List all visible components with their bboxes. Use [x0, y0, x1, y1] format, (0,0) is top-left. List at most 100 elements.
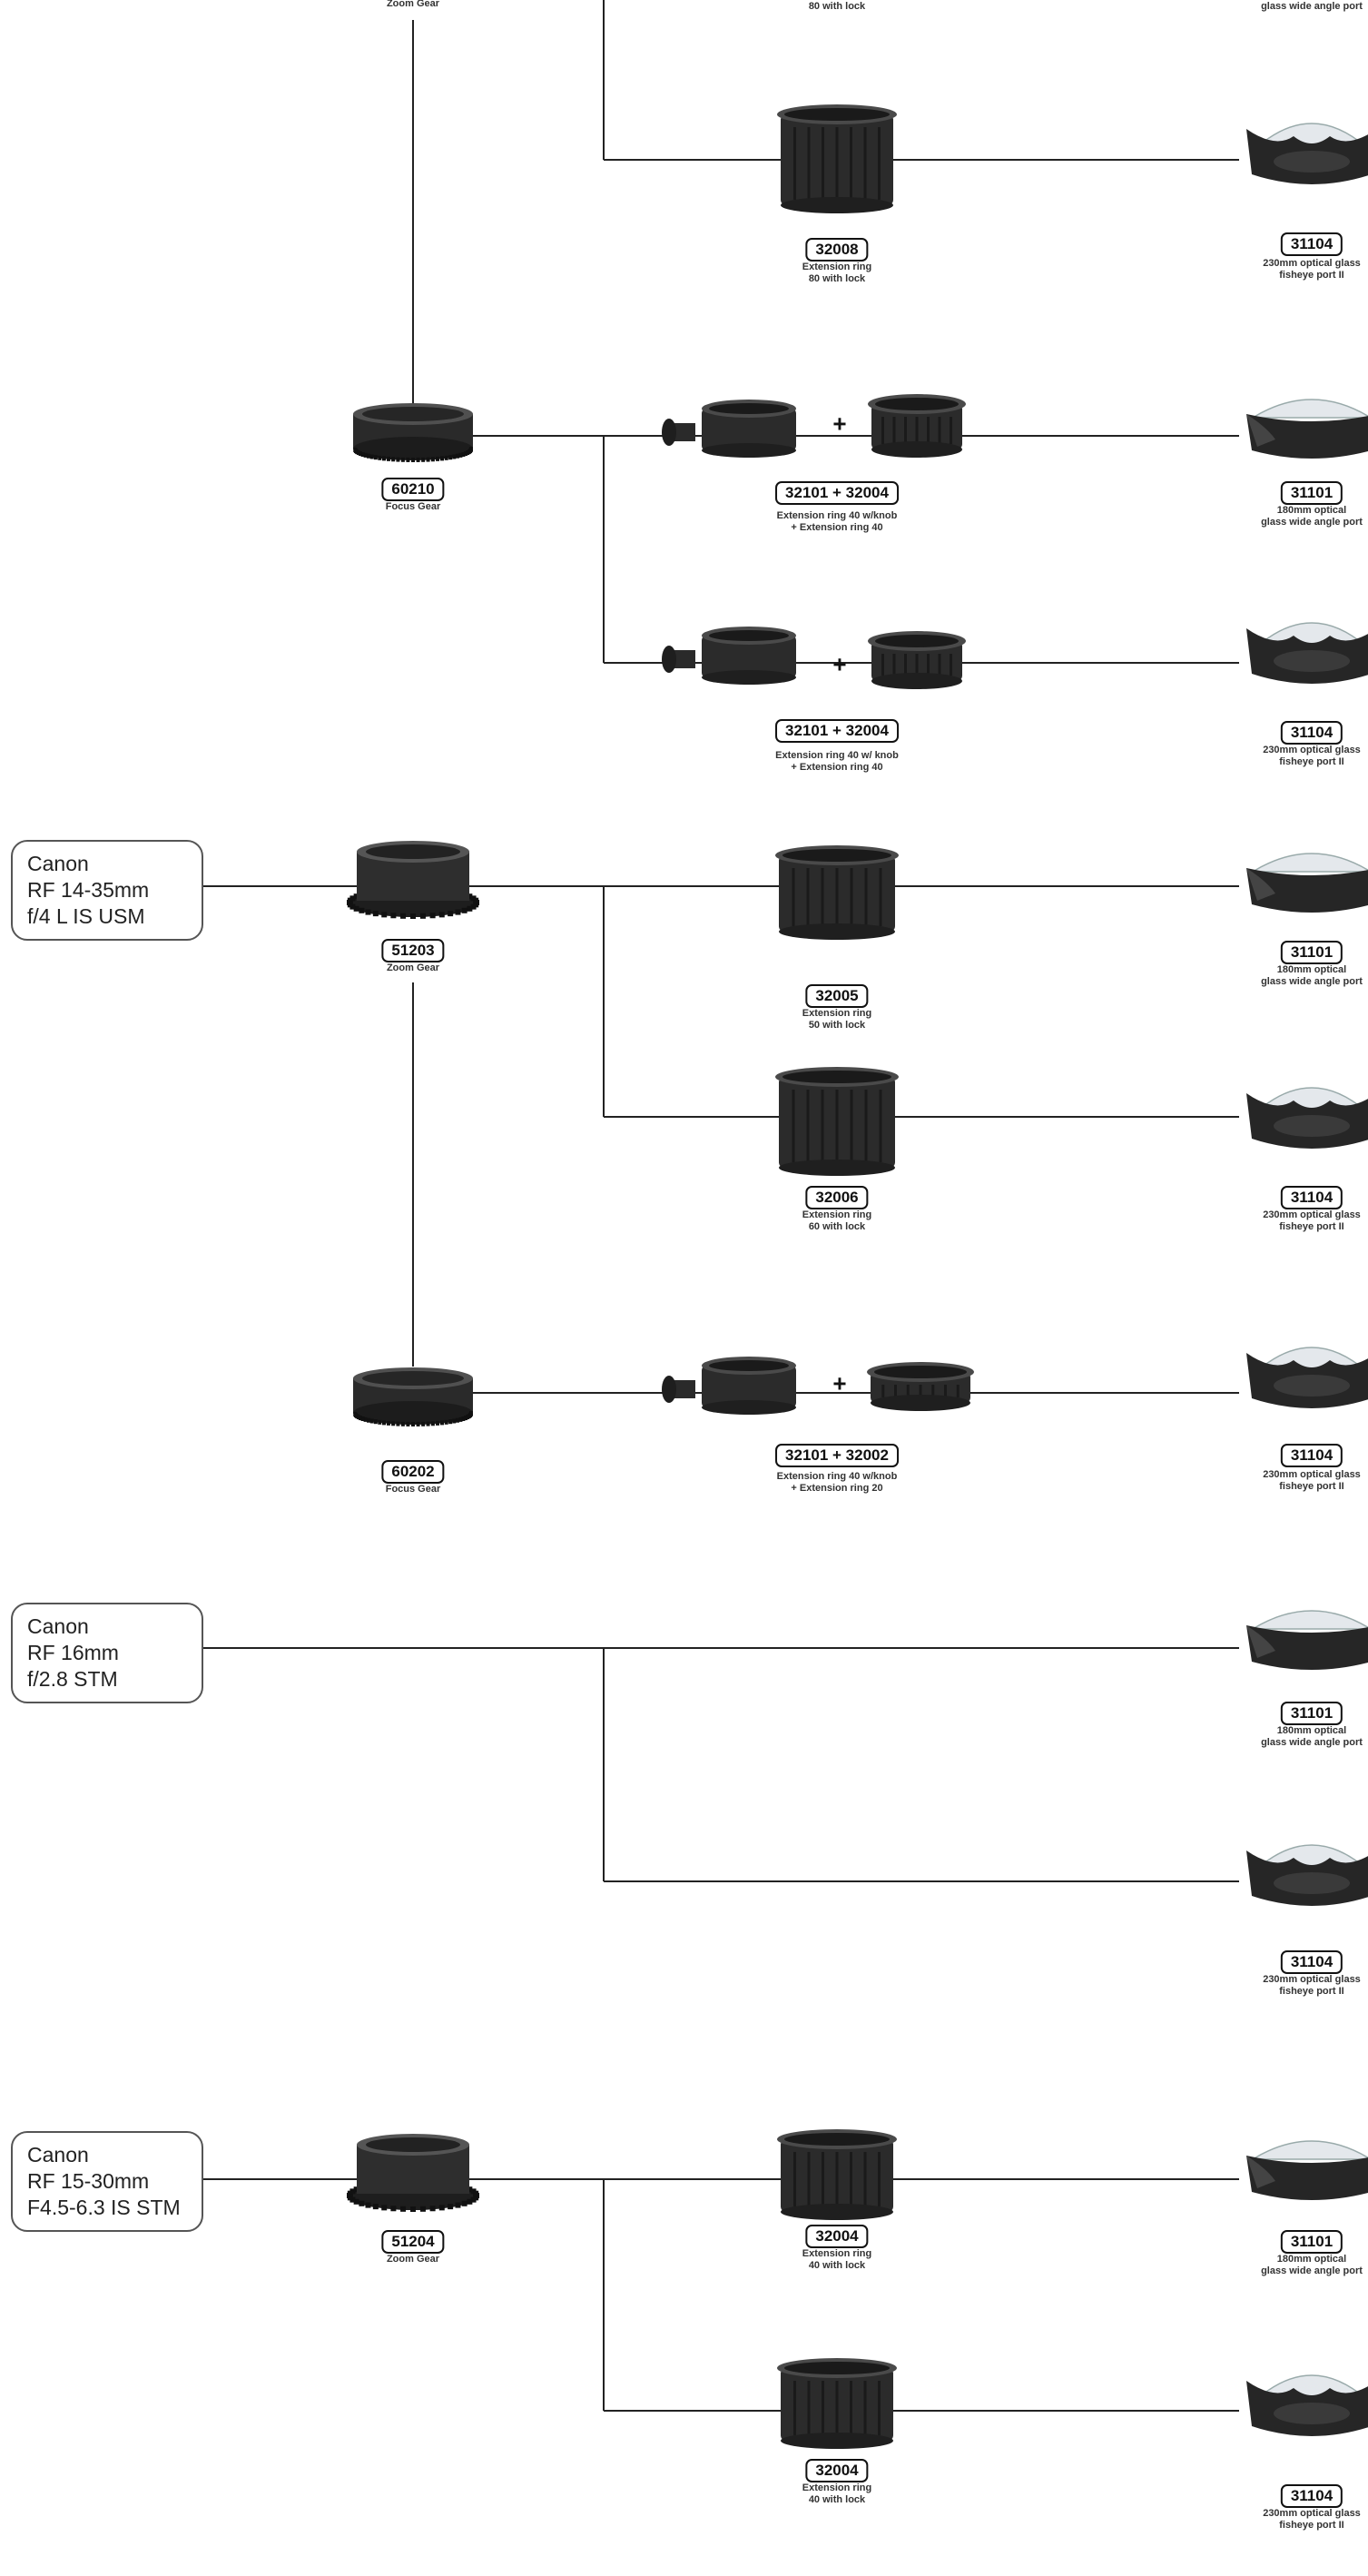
desc-line: 230mm optical glass [1263, 745, 1361, 755]
part-code-31104: 31104 [1280, 1950, 1343, 1974]
fisheye-port-illustration [1246, 1844, 1368, 1906]
lens-name-line: Canon [27, 852, 89, 875]
knob-extension-ring-illustration [662, 400, 796, 458]
part-code-51204: 51204 [381, 2230, 445, 2254]
extension-ring-illustration [868, 394, 966, 458]
part-code-31104: 31104 [1280, 2484, 1343, 2508]
lens-name-line: f/2.8 STM [27, 1667, 118, 1691]
desc-line: 180mm optical [1276, 505, 1347, 516]
part-code-32004: 32004 [805, 2459, 869, 2482]
part-code-31104: 31104 [1280, 1186, 1343, 1209]
desc-line: glass wide angle port [1261, 976, 1363, 987]
fisheye-port-illustration [1246, 2374, 1368, 2436]
part-code-51203: 51203 [381, 939, 445, 962]
connector-lines [202, 0, 1239, 2412]
focus-gear-illustration [353, 1367, 473, 1426]
desc-line: 50 with lock [808, 1020, 866, 1031]
part-desc: Zoom Gear [387, 2254, 439, 2265]
focus-gear-illustration [353, 403, 473, 462]
part-desc: Focus Gear [386, 1484, 441, 1495]
desc-line: glass wide angle port [1261, 1737, 1363, 1748]
part-code-31104: 31104 [1280, 232, 1343, 256]
fisheye-port-illustration [1246, 622, 1368, 684]
desc-line: 230mm optical glass [1263, 1469, 1361, 1480]
desc-line: 230mm optical glass [1263, 1974, 1361, 1985]
desc-line: glass wide angle port [1261, 517, 1363, 528]
lens-name-line: Canon [27, 1614, 89, 1638]
part-code-31101: 31101 [1280, 1702, 1343, 1725]
fisheye-port-illustration [1246, 123, 1368, 184]
extension-ring-illustration [777, 2129, 897, 2220]
desc-line: Extension ring 40 w/ knob [775, 750, 899, 761]
desc-line: 180mm optical [1276, 2254, 1347, 2265]
part-code-31101: 31101 [1280, 941, 1343, 964]
lens-name-line: f/4 L IS USM [27, 904, 145, 928]
zoom-gear-desc-partial: Zoom Gear [387, 0, 439, 10]
part-desc: Focus Gear [386, 501, 441, 513]
zoom-gear-illustration [347, 2134, 479, 2212]
desc-line: + Extension ring 40 [791, 762, 883, 773]
lens-name-line: RF 14-35mm [27, 878, 150, 902]
knob-extension-ring-illustration [662, 1357, 796, 1415]
extension-ring-illustration [867, 1362, 974, 1411]
extension-ring-illustration [775, 1067, 899, 1176]
plus-sign: + [832, 650, 847, 678]
desc-line: 80 with lock [808, 1, 866, 12]
desc-line: fisheye port II [1279, 1986, 1344, 1997]
desc-line: fisheye port II [1279, 756, 1344, 767]
desc-line: Zoom Gear [386, 0, 440, 9]
part-code-60210: 60210 [381, 478, 445, 501]
desc-line: glass wide angle port [1261, 2265, 1363, 2276]
part-code-31104: 31104 [1280, 721, 1343, 745]
desc-line: glass wide angle port [1261, 1, 1363, 12]
desc-line: 230mm optical glass [1263, 258, 1361, 269]
part-code-32006: 32006 [805, 1186, 869, 1209]
dome-port-illustration [1246, 2140, 1368, 2200]
desc-line: Extension ring [802, 262, 872, 272]
lens-name-line: Canon [27, 2143, 89, 2166]
desc-line: Extension ring [802, 1008, 872, 1019]
part-code-31101: 31101 [1280, 481, 1343, 505]
part-code-combo: 32101 + 32004 [775, 481, 899, 505]
zoom-gear-illustration [347, 841, 479, 919]
dome-port-illustration [1246, 853, 1368, 913]
knob-extension-ring-illustration [662, 627, 796, 685]
fisheye-port-illustration [1246, 1087, 1368, 1149]
desc-line: Focus Gear [385, 1484, 441, 1495]
plus-sign: + [832, 1369, 847, 1397]
desc-line: 230mm optical glass [1263, 2508, 1361, 2519]
desc-line: Focus Gear [385, 501, 441, 512]
desc-line: fisheye port II [1279, 270, 1344, 281]
part-desc: Extension ring 40 w/ knob+ Extension rin… [775, 750, 899, 774]
part-code-31101: 31101 [1280, 2230, 1343, 2254]
desc-line: + Extension ring 40 [791, 522, 883, 533]
desc-line: Zoom Gear [386, 2254, 440, 2265]
desc-line: 230mm optical glass [1263, 1209, 1361, 1220]
desc-line: 80 with lock [808, 273, 866, 284]
desc-line: 60 with lock [808, 1221, 866, 1232]
extension-ring-illustration [775, 845, 899, 940]
part-code-32005: 32005 [805, 984, 869, 1008]
desc-line: 40 with lock [808, 2494, 866, 2505]
part-code-combo: 32101 + 32004 [775, 719, 899, 743]
extension-ring-illustration [777, 2358, 897, 2449]
part-desc: Zoom Gear [387, 962, 439, 974]
